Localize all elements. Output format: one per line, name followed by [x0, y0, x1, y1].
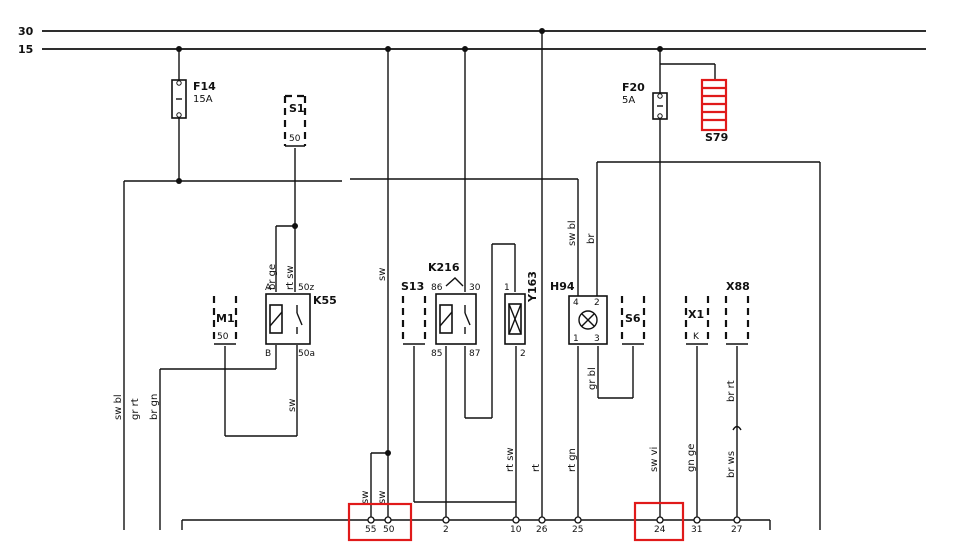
- relay-k55-label: K55: [313, 294, 337, 307]
- relay-k216-label: K216: [428, 261, 460, 274]
- component-y163-pin-2: 2: [520, 349, 526, 359]
- component-s1-pin: 50: [289, 134, 301, 144]
- wire-label-sw-55: sw: [360, 491, 371, 504]
- component-h94-pin-1: 1: [573, 334, 579, 344]
- connector-pin-27-label: 27: [731, 525, 742, 535]
- wire-label-rt-sw-k216: rt sw: [505, 447, 516, 472]
- component-h94[interactable]: H94 4 2 1 3: [550, 280, 608, 345]
- wire-label-br-rt: br rt: [726, 380, 737, 402]
- connector-pin-55: 55: [365, 516, 376, 535]
- wiring: [123, 31, 821, 530]
- wire-label-sw-long: sw: [377, 268, 388, 281]
- fuse-f20-name: F20: [622, 81, 645, 94]
- component-m1-label: M1: [216, 312, 235, 325]
- wire-label-sw-bl-h94: sw bl: [567, 220, 578, 246]
- rail-30: 30: [18, 25, 926, 38]
- wire-label-gr-rt: gr rt: [130, 398, 141, 420]
- wire-label-rt: rt: [531, 464, 542, 472]
- relay-k216-pin-86: 86: [431, 283, 443, 293]
- connector-pin-24-label: 24: [654, 525, 666, 535]
- connector-pin-2-label: 2: [443, 525, 449, 535]
- fuse-f20-rating: 5A: [622, 95, 635, 106]
- connector-pin-27: 27: [731, 516, 742, 535]
- component-s6[interactable]: S6: [620, 296, 646, 345]
- connector-pin-31: 31: [691, 516, 702, 535]
- connector-pin-10-label: 10: [510, 525, 522, 535]
- wire-label-sw-k55: sw: [287, 399, 298, 412]
- component-h94-label: H94: [550, 280, 575, 293]
- connector-pin-25-label: 25: [572, 525, 583, 535]
- connector-pin-10: 10: [510, 516, 522, 535]
- wire-label-br-ge: br ge: [267, 264, 278, 290]
- fuse-f20[interactable]: F20 5A: [622, 81, 668, 120]
- relay-k216-pin-87: 87: [469, 349, 480, 359]
- connector-x1-label: X1: [688, 308, 704, 321]
- relay-k55[interactable]: A 50z B 50a K55: [265, 283, 337, 359]
- component-s79[interactable]: S79: [700, 78, 728, 144]
- component-s1[interactable]: S1 50: [283, 94, 307, 147]
- connector-pin-50-label: 50: [383, 525, 395, 535]
- relay-k55-pin-a: A: [265, 283, 272, 293]
- highlight-pin-24: [633, 501, 685, 542]
- wire-label-br-h94: br: [586, 233, 597, 244]
- connector-pin-50: 50: [383, 516, 395, 535]
- connector-pin-55-label: 55: [365, 525, 376, 535]
- relay-k216[interactable]: K216 86 30 85 87: [428, 261, 481, 359]
- component-h94-pin-4: 4: [573, 298, 579, 308]
- component-m1-pin: 50: [217, 332, 229, 342]
- component-y163-pin-1: 1: [504, 283, 510, 293]
- fuse-f14-name: F14: [193, 80, 216, 93]
- wire-label-gn-ge: gn ge: [686, 444, 697, 472]
- component-h94-pin-2: 2: [594, 298, 600, 308]
- fuse-f14[interactable]: F14 15A: [171, 79, 216, 119]
- connector-pin-26: 26: [536, 516, 548, 535]
- relay-k216-pin-85: 85: [431, 349, 442, 359]
- junction-dots: [176, 28, 663, 456]
- rail-15: 15: [18, 43, 926, 56]
- component-y163[interactable]: 1 2 Y163: [504, 271, 539, 359]
- component-s6-label: S6: [625, 312, 641, 325]
- wire-label-br-ws: br ws: [726, 451, 737, 478]
- wire-label-rt-gn: rt gn: [567, 448, 578, 472]
- component-y163-label: Y163: [526, 271, 539, 303]
- component-s13[interactable]: S13: [401, 280, 427, 345]
- component-s79-label: S79: [705, 131, 728, 144]
- wire-label-sw-50: sw: [377, 491, 388, 504]
- rail-15-label: 15: [18, 43, 33, 56]
- connector-x1[interactable]: X1 K: [684, 296, 710, 345]
- component-m1[interactable]: M1 50: [212, 296, 238, 345]
- connector-x88-label: X88: [726, 280, 750, 293]
- highlight-pins-55-50: [347, 502, 413, 542]
- relay-k216-pin-30: 30: [469, 283, 481, 293]
- wire-label-br-gn: br gn: [149, 394, 160, 420]
- connector-x88[interactable]: X88: [724, 280, 750, 345]
- connector-pins: 55 50 2 10 26 25 24 31: [365, 516, 742, 535]
- rail-30-label: 30: [18, 25, 34, 38]
- fuse-f14-rating: 15A: [193, 94, 213, 105]
- relay-k55-pin-b: B: [265, 349, 271, 359]
- connector-x1-pin: K: [693, 332, 700, 342]
- component-s1-label: S1: [289, 102, 305, 115]
- connector-pin-2: 2: [442, 516, 450, 535]
- relay-k55-pin-50z: 50z: [298, 283, 314, 293]
- wire-label-sw-bl-left: sw bl: [113, 394, 124, 420]
- relay-k55-pin-50a: 50a: [298, 349, 315, 359]
- wire-label-sw-vi: sw vi: [649, 447, 660, 472]
- connector-pin-26-label: 26: [536, 525, 548, 535]
- component-s13-label: S13: [401, 280, 424, 293]
- wire-label-gr-bl: gr bl: [587, 367, 598, 390]
- connector-pin-24: 24: [654, 516, 666, 535]
- wire-labels: br ge rt sw sw sw sw bl br sw bl gr rt b…: [113, 220, 737, 504]
- connector-pin-25: 25: [572, 516, 583, 535]
- component-h94-pin-3: 3: [594, 334, 600, 344]
- wire-label-rt-sw: rt sw: [285, 265, 296, 290]
- connector-pin-31-label: 31: [691, 525, 702, 535]
